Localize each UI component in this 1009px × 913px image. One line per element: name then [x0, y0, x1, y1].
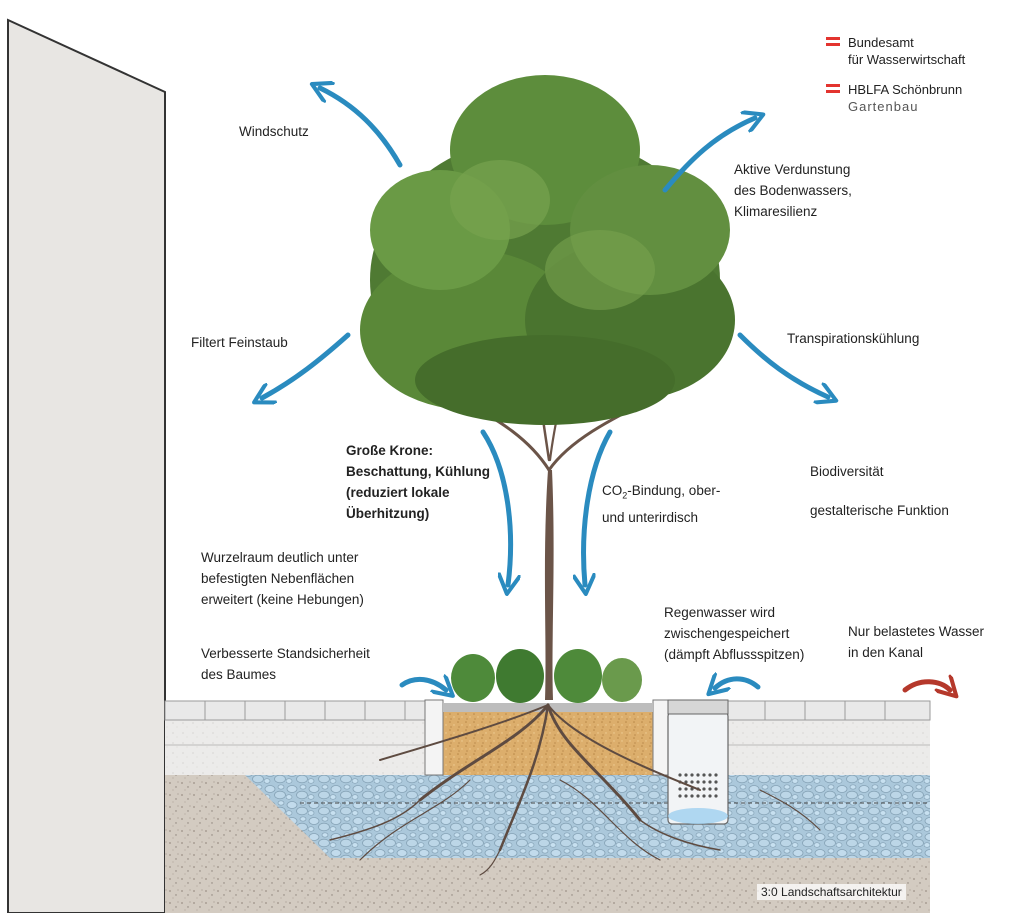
arrows	[262, 88, 950, 690]
austria-flag-icon	[826, 84, 840, 93]
logo-hblfa: HBLFA Schönbrunn Gartenbau	[826, 81, 963, 115]
drainage-shaft	[667, 699, 729, 825]
flag-stripe	[826, 37, 840, 40]
ornamental-grasses	[451, 649, 642, 703]
subbase-right	[725, 720, 930, 775]
label-line: und unterirdisch	[602, 509, 699, 525]
label-line: in den Kanal	[848, 645, 924, 660]
label-transpiration: Transpirationskühlung	[787, 331, 920, 346]
label-line: (reduziert lokale	[346, 485, 450, 500]
label-line: Nur belastetes Wasser	[848, 624, 985, 639]
gravel-storage-layer	[245, 775, 930, 858]
label-line: erweitert (keine Hebungen)	[201, 592, 364, 607]
arrow-kanal-icon	[902, 682, 950, 690]
arrow-windschutz-icon	[320, 88, 403, 168]
label-line: Beschattung, Kühlung	[346, 464, 490, 479]
label-windschutz: Windschutz	[239, 124, 309, 139]
label-line: befestigten Nebenflächen	[201, 571, 355, 586]
curb-left	[424, 699, 444, 776]
label-line: Überhitzung)	[346, 506, 430, 521]
paving-left	[164, 700, 426, 721]
logo-line: HBLFA Schönbrunn	[848, 82, 963, 97]
paving-right	[724, 700, 931, 721]
arrow-verdunstung-icon	[662, 118, 755, 193]
label-standsicherheit: Verbesserte Standsicherheit des Baumes	[201, 643, 370, 685]
label-line: des Baumes	[201, 667, 277, 682]
logo-line: für Wasserwirtschaft	[848, 52, 966, 67]
arrow-feinstaub-icon	[262, 332, 351, 398]
label-line: Aktive Verdunstung	[734, 162, 851, 177]
austria-flag-icon	[826, 37, 840, 46]
label-co2: CO2-Bindung, ober- und unterirdisch	[602, 480, 720, 528]
label-line: Klimaresilienz	[734, 204, 818, 219]
label-line: Große Krone:	[346, 443, 434, 458]
label-line: Wurzelraum deutlich unter	[201, 550, 359, 565]
logo-bundesamt: Bundesamt für Wasserwirtschaft	[826, 34, 966, 68]
arrow-wind-left-icon	[399, 679, 446, 690]
label-regenwasser: Regenwasser wird zwischengespeichert (dä…	[664, 602, 804, 665]
root-system	[329, 703, 821, 876]
building-facade	[7, 18, 166, 913]
label-gestalterisch: gestalterische Funktion	[810, 503, 949, 518]
label-line: Verbesserte Standsicherheit	[201, 646, 370, 661]
logo-line: Bundesamt	[848, 35, 914, 50]
label-krone: Große Krone: Beschattung, Kühlung (reduz…	[346, 440, 490, 524]
arrow-rain-right-icon	[715, 679, 761, 688]
label-verdunstung: Aktive Verdunstung des Bodenwassers, Kli…	[734, 159, 852, 222]
tree-pit-substrate	[443, 712, 653, 775]
label-biodiversitaet: Biodiversität	[810, 464, 884, 479]
label-kanal: Nur belastetes Wasser in den Kanal	[848, 621, 984, 663]
tree-trunk	[544, 470, 554, 700]
co2-prefix: CO	[602, 483, 623, 498]
tree-crown	[360, 75, 735, 425]
label-line: zwischengespeichert	[664, 626, 790, 641]
credit-label: 3:0 Landschaftsarchitektur	[757, 884, 906, 900]
arrow-co2-down-icon	[584, 429, 613, 585]
arrow-krone-down-icon	[480, 429, 511, 585]
co2-rest: -Bindung, ober-	[627, 483, 721, 498]
co2-subscript: 2	[622, 490, 628, 501]
label-line: des Bodenwassers,	[734, 183, 852, 198]
label-wurzelraum: Wurzelraum deutlich unter befestigten Ne…	[201, 547, 364, 610]
label-feinstaub: Filtert Feinstaub	[191, 335, 288, 350]
label-line: (dämpft Abflussspitzen)	[664, 647, 805, 662]
subbase-left	[165, 720, 425, 775]
arrow-transpiration-icon	[737, 332, 828, 397]
water-layer	[245, 775, 930, 858]
label-line: Regenwasser wird	[664, 605, 776, 620]
logo-line: Gartenbau	[848, 99, 919, 114]
